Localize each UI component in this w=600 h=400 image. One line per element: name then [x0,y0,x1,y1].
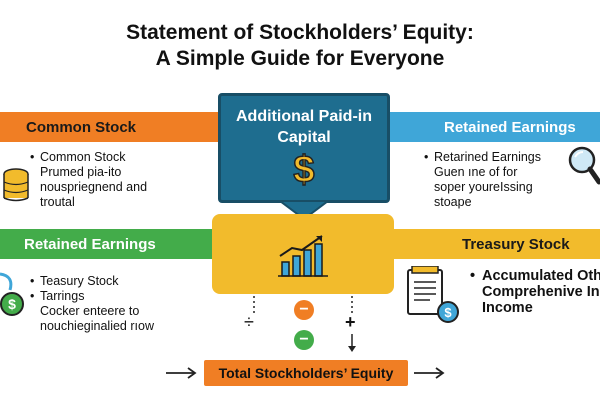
retained-earnings-text: Retarined Earnings Guen ıne of for soper… [424,150,564,210]
page-title-line1: Statement of Stockholders’ Equity: [126,21,474,44]
dollar-sign-icon: $ [293,149,316,191]
retained-earnings-line-1: Retarined Earnings [424,150,564,165]
additional-paid-in-capital-label: Additional Paid-in Capital [236,108,372,146]
page-title-line2: A Simple Guide for Everyone [155,47,445,70]
treasury-stock-line-1: Teasury Stock [30,274,210,289]
aoci-line-1-text: Accumulated Oth [482,268,600,284]
common-stock-text: Common Stock Prumed pia-ito nouspriegnen… [30,150,210,210]
treasury-stock-label: Treasury Stock [462,235,570,253]
bar-chart-icon [278,235,328,277]
aoci-line-1: •Accumulated Oth [470,268,600,284]
treasury-stock-text: Teasury Stock Tarrings Cocker enteere to… [30,274,210,334]
additional-paid-in-capital-box: Additional Paid-in Capital $ [218,93,390,203]
common-stock-line-2: Prumed pia-ito [40,165,122,179]
treasury-stock-line-3: Cocker enteere to [40,304,140,318]
retained-earnings-line-2: Guen ıne of for [434,165,518,179]
retained-earnings-line-3: soper youreIssing [434,180,533,194]
common-stock-label: Common Stock [26,118,137,136]
connector-lines [253,296,356,352]
treasury-stock-line-4: nouchieginalied rıow [40,319,154,333]
common-stock-line-4: troutal [40,195,75,209]
retained-earnings-line-4: stoape [434,195,472,209]
arrow-right-icon-right [414,367,445,379]
pointer-arrow-icon [280,201,328,221]
dollar-coin-icon: $ [0,272,24,316]
common-stock-line-3: nouspriegnend and [40,180,148,194]
growth-chart-box [212,214,394,294]
aoci-text: •Accumulated Oth Comprehenive In Income [470,268,600,316]
common-stock-line-1: Common Stock [30,150,210,165]
common-stock-band: Common Stock [0,112,220,142]
minus-circle-orange: − [294,300,314,320]
document-icon: $ [407,266,459,323]
divide-operator: ÷ [244,312,254,332]
svg-text:$: $ [8,296,16,312]
retained-earnings-label-right: Retained Earnings [444,118,576,136]
magnifier-icon [568,146,600,185]
coins-icon [3,168,29,202]
retained-earnings-band-right: Retained Earnings [390,112,600,142]
arrow-right-icon-left [166,367,197,379]
aoci-line-2: Comprehenive In [482,284,600,300]
total-stockholders-equity-box: Total Stockholders’ Equity [204,360,408,386]
plus-operator: + [345,312,356,332]
treasury-stock-line-2: Tarrings [30,289,210,304]
svg-text:$: $ [444,305,452,320]
treasury-stock-band: Treasury Stock [394,229,600,259]
aoci-line-3: Income [482,300,533,316]
retained-earnings-label-left: Retained Earnings [24,235,156,253]
retained-earnings-band-left: Retained Earnings [0,229,212,259]
minus-circle-green: − [294,330,314,350]
